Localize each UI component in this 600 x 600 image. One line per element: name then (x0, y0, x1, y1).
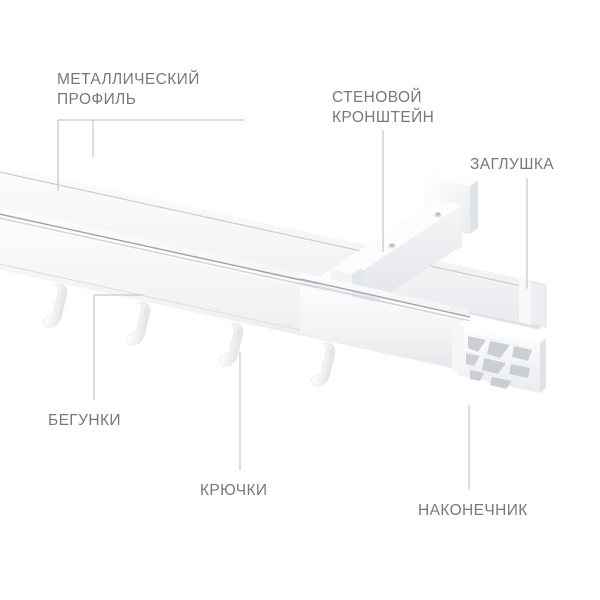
label-metal-profile: МЕТАЛЛИЧЕСКИЙ ПРОФИЛЬ (57, 71, 200, 108)
label-hooks: КРЮЧКИ (200, 482, 268, 499)
leader-metal-profile (57, 119, 245, 191)
finial-part (452, 320, 546, 393)
front-rail-overlap (299, 272, 471, 372)
runner-hook (311, 342, 336, 387)
runner-hook (43, 283, 68, 328)
end-cap-part (519, 279, 547, 328)
label-end-cap: ЗАГЛУШКА (470, 156, 555, 173)
runner-hook (219, 322, 244, 367)
label-runners: БЕГУНКИ (48, 412, 121, 429)
label-finial: НАКОНЕЧНИК (418, 502, 528, 519)
runner-hook (126, 301, 151, 346)
runner-hook-group (43, 283, 336, 387)
leader-runners (93, 294, 143, 400)
label-wall-bracket: СТЕНОВОЙ КРОНШТЕЙН (332, 89, 435, 126)
finial-ornament (466, 336, 532, 389)
